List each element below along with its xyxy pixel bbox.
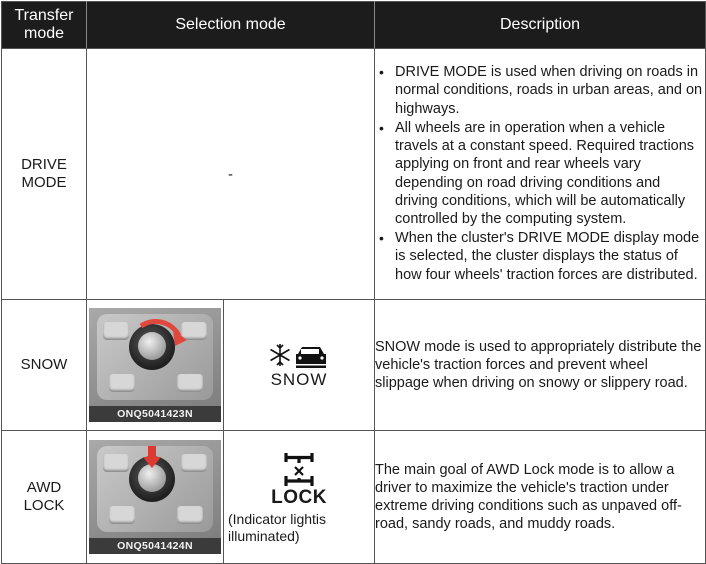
awd-lock-icon bbox=[284, 453, 314, 486]
snow-car-icon bbox=[270, 344, 326, 368]
press-arrow-icon bbox=[143, 446, 161, 468]
snow-knob-photo: ONQ5041423N bbox=[89, 308, 221, 422]
mode-drive: DRIVE MODE bbox=[1, 48, 87, 300]
header-row: Transfer mode Selection mode Description bbox=[1, 1, 706, 49]
row-drive-mode: DRIVE MODE - DRIVE MODE is used when dri… bbox=[1, 48, 706, 300]
console-button bbox=[177, 506, 203, 524]
mode-awd-lock-label: AWD LOCK bbox=[23, 479, 65, 514]
row-awd-lock: AWD LOCK ONQ5041424N bbox=[1, 430, 706, 564]
console-button bbox=[109, 374, 135, 392]
header-transfer-mode: Transfer mode bbox=[1, 1, 87, 49]
awd-indicator-label: LOCK bbox=[271, 487, 327, 508]
awd-indicator-note: (Indicator lightis illuminated) bbox=[228, 511, 327, 544]
header-transfer-mode-line2: mode bbox=[23, 25, 65, 42]
mode-awd-lock: AWD LOCK bbox=[1, 430, 87, 564]
photo-code: ONQ5041424N bbox=[89, 538, 221, 554]
header-selection-mode: Selection mode bbox=[85, 1, 376, 49]
rotate-arrow-icon bbox=[139, 318, 187, 346]
awd-knob-photo: ONQ5041424N bbox=[89, 440, 221, 554]
snow-indicator-label: SNOW bbox=[270, 370, 328, 389]
console-button bbox=[181, 454, 207, 472]
drive-bullet-2: All wheels are in operation when a vehic… bbox=[375, 119, 705, 228]
console-button bbox=[181, 322, 207, 340]
mode-drive-label: DRIVE MODE bbox=[21, 156, 67, 191]
snow-indicator-cell: SNOW bbox=[222, 299, 376, 431]
awd-photo-cell: ONQ5041424N bbox=[86, 430, 224, 564]
selection-drive: - bbox=[85, 48, 376, 300]
drive-bullet-list: DRIVE MODE is used when driving on roads… bbox=[375, 63, 705, 283]
drive-bullet-3: When the cluster's DRIVE MODE display mo… bbox=[375, 229, 705, 284]
console-button bbox=[177, 374, 203, 392]
description-awd-lock: The main goal of AWD Lock mode is to all… bbox=[374, 430, 706, 564]
drive-mode-knob bbox=[138, 332, 166, 360]
console-button bbox=[109, 506, 135, 524]
mode-snow: SNOW bbox=[1, 299, 87, 431]
description-drive: DRIVE MODE is used when driving on roads… bbox=[374, 48, 706, 300]
snow-photo-cell: ONQ5041423N bbox=[86, 299, 224, 431]
awd-indicator-cell: LOCK (Indicator lightis illuminated) bbox=[222, 430, 376, 564]
console-button bbox=[103, 454, 129, 472]
description-snow: SNOW mode is used to appropriately distr… bbox=[374, 299, 706, 431]
drive-mode-knob bbox=[138, 464, 166, 492]
header-transfer-mode-line1: Transfer bbox=[14, 7, 74, 24]
photo-code: ONQ5041423N bbox=[89, 406, 221, 422]
header-description: Description bbox=[374, 1, 706, 49]
row-snow: SNOW ONQ5041423N bbox=[1, 299, 706, 431]
console-button bbox=[103, 322, 129, 340]
drive-bullet-1: DRIVE MODE is used when driving on roads… bbox=[375, 63, 705, 118]
